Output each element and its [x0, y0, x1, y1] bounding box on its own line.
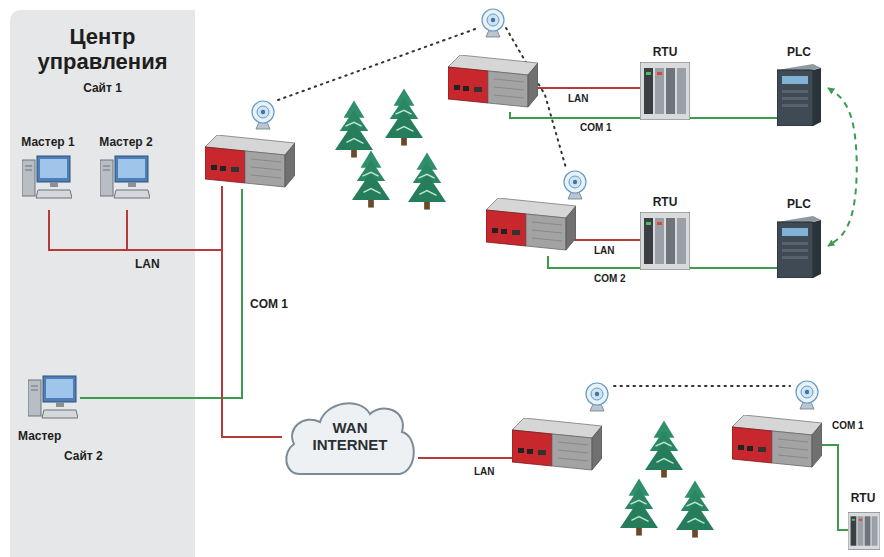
interface-label: COM 1 [578, 122, 614, 133]
tree [620, 479, 658, 536]
interface-label: COM 1 [830, 420, 866, 431]
exchange-arrow [828, 88, 857, 246]
tree [352, 151, 390, 208]
computer-icon [100, 156, 150, 198]
interface-label: COM 1 [248, 298, 290, 311]
router [486, 198, 576, 250]
node-heading: PLC [772, 198, 826, 212]
master-station: МастерСайт 2 [14, 370, 126, 470]
node-heading: Центр управления [10, 24, 195, 75]
radio-link [614, 385, 790, 387]
interface-label: LAN [592, 245, 617, 256]
interface-label: LAN [566, 93, 591, 104]
com-wire [80, 189, 242, 398]
rtu-icon [640, 212, 690, 270]
tree [645, 421, 683, 478]
lan-wire [221, 186, 223, 250]
node-heading: PLC [772, 46, 826, 60]
node-subheading: Сайт 2 [64, 450, 103, 464]
lan-wire [536, 87, 640, 89]
cloud-shape [286, 403, 413, 474]
com-wire [820, 445, 848, 530]
node-heading: Мастер 2 [92, 136, 160, 150]
rtu-device: RTU [636, 44, 696, 122]
plc-icon [777, 64, 821, 126]
interface-label: LAN [472, 466, 497, 477]
computer-icon [28, 376, 78, 418]
tree [676, 481, 714, 538]
router [448, 55, 538, 107]
node-heading: RTU [636, 196, 694, 210]
tree [408, 153, 446, 210]
interface-label: COM 2 [592, 273, 628, 284]
lan-wire [418, 457, 514, 459]
antenna [252, 101, 274, 129]
rtu-icon [848, 512, 880, 549]
interface-label: LAN [133, 258, 162, 271]
lan-connector [49, 210, 282, 437]
router [512, 418, 602, 470]
plc-device: PLC [772, 44, 828, 128]
tree [385, 89, 423, 146]
antenna [796, 381, 818, 409]
router [732, 415, 822, 467]
node-heading: RTU [636, 46, 694, 60]
antenna [482, 9, 504, 37]
lan-wire [574, 239, 640, 241]
antenna [564, 171, 586, 199]
computer-icon [22, 156, 72, 198]
rtu-icon [640, 62, 690, 120]
antenna [586, 383, 608, 411]
tree [335, 101, 373, 158]
master-station: Мастер 2 [92, 134, 162, 210]
node-heading: RTU [844, 492, 882, 506]
rtu-device: RTU [844, 490, 884, 556]
plc-device: PLC [772, 196, 828, 280]
wan-cloud: WAN INTERNET [282, 392, 418, 482]
control-center-panel [10, 10, 195, 557]
node-subheading: Сайт 1 [10, 82, 195, 96]
control-center-panel: Центр управленияСайт 1 Мастер 1 Мастер 2 [10, 10, 197, 557]
rtu-device: RTU [636, 194, 696, 272]
router [205, 135, 295, 187]
lan-connector [127, 210, 282, 437]
master-station: Мастер 1 [14, 134, 84, 210]
node-heading: Мастер 1 [14, 136, 82, 150]
plc-icon [777, 216, 821, 278]
node-heading: Мастер [18, 430, 61, 444]
node-heading: WAN INTERNET [305, 419, 395, 454]
radio-links [278, 28, 790, 386]
wires [80, 88, 848, 530]
